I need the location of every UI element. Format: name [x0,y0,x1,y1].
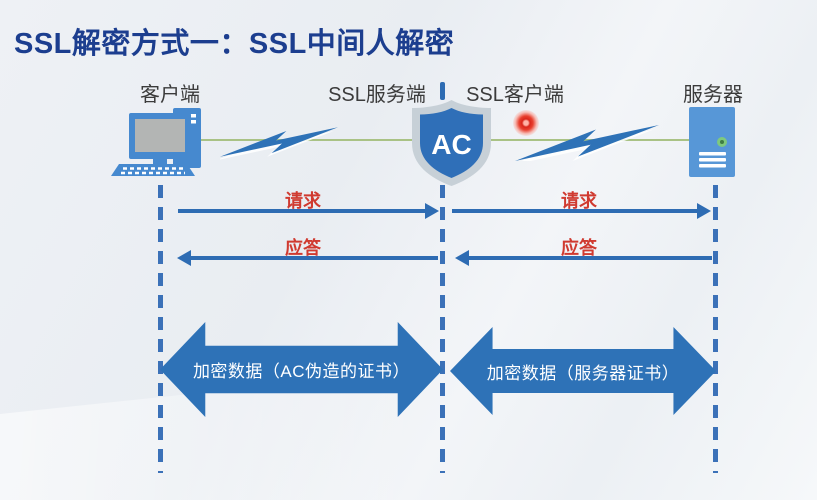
right-encrypted-data-arrow: 加密数据（服务器证书） [450,327,716,415]
server-tower-icon [689,107,735,177]
left-encrypted-data-text: 加密数据（AC伪造的证书） [192,362,411,381]
label-ssl-server: SSL服务端 [328,84,426,106]
right-encrypted-data-text: 加密数据（服务器证书） [486,363,680,383]
right-request-arrow [452,203,711,219]
right-response-label: 应答 [561,238,597,258]
label-ssl-client: SSL客户端 [466,84,564,106]
red-glow-dot-icon [513,110,539,136]
left-encrypted-data-arrow: 加密数据（AC伪造的证书） [160,322,443,417]
left-request-arrow [178,203,439,219]
left-response-label: 应答 [285,238,321,258]
ac-shield-text: AC [431,129,471,160]
dashed-line-middle [440,185,445,473]
ac-shield-icon: AC [412,100,491,186]
desktop-computer-icon [111,108,201,176]
label-client: 客户端 [140,84,200,106]
page-title: SSL解密方式一：SSL中间人解密 [14,28,455,60]
right-response-arrow [455,250,712,266]
label-server: 服务器 [683,84,743,106]
dashed-line-server [713,185,718,473]
left-request-label: 请求 [285,191,321,211]
lightning-bolt-icon [515,125,659,161]
lightning-bolt-icon [220,127,338,160]
right-request-label: 请求 [561,191,597,211]
left-response-arrow [177,250,438,266]
dashed-line-client [158,185,163,473]
center-line-top-dash [440,82,445,100]
